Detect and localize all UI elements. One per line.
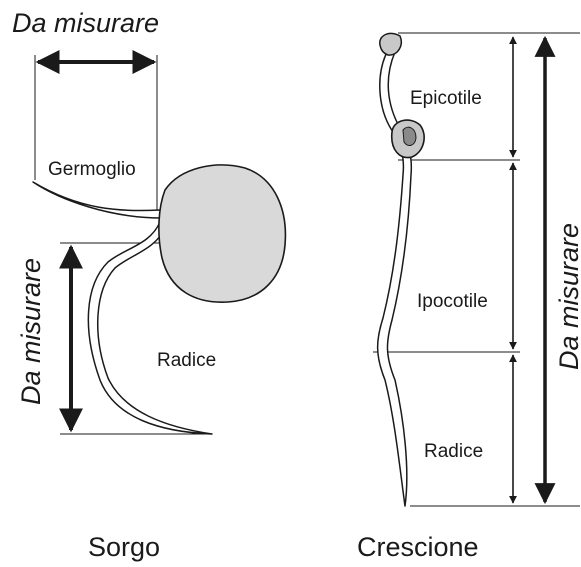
sorgo-radice-label: Radice <box>157 350 216 371</box>
crescione-ipocotile-label: Ipocotile <box>417 291 488 312</box>
crescione-epicotile-label: Epicotile <box>410 88 482 109</box>
sorgo-caption: Sorgo <box>88 532 160 562</box>
crescione-radice-label: Radice <box>424 441 483 462</box>
sorgo-measure-side-label: Da misurare <box>16 258 46 405</box>
sorgo-germoglio-label: Germoglio <box>48 159 136 180</box>
sorgo-measure-top-label: Da misurare <box>12 8 159 38</box>
sorgo-seedling <box>33 55 285 434</box>
crescione-cotyledon-inner <box>403 127 416 145</box>
sorgo-shoot <box>33 182 162 218</box>
crescione-caption: Crescione <box>357 532 479 562</box>
crescione-top-leaf <box>380 33 401 55</box>
crescione-measure-side-label: Da misurare <box>554 223 581 370</box>
sorgo-seed <box>159 165 286 302</box>
crescione-stem <box>378 50 412 506</box>
